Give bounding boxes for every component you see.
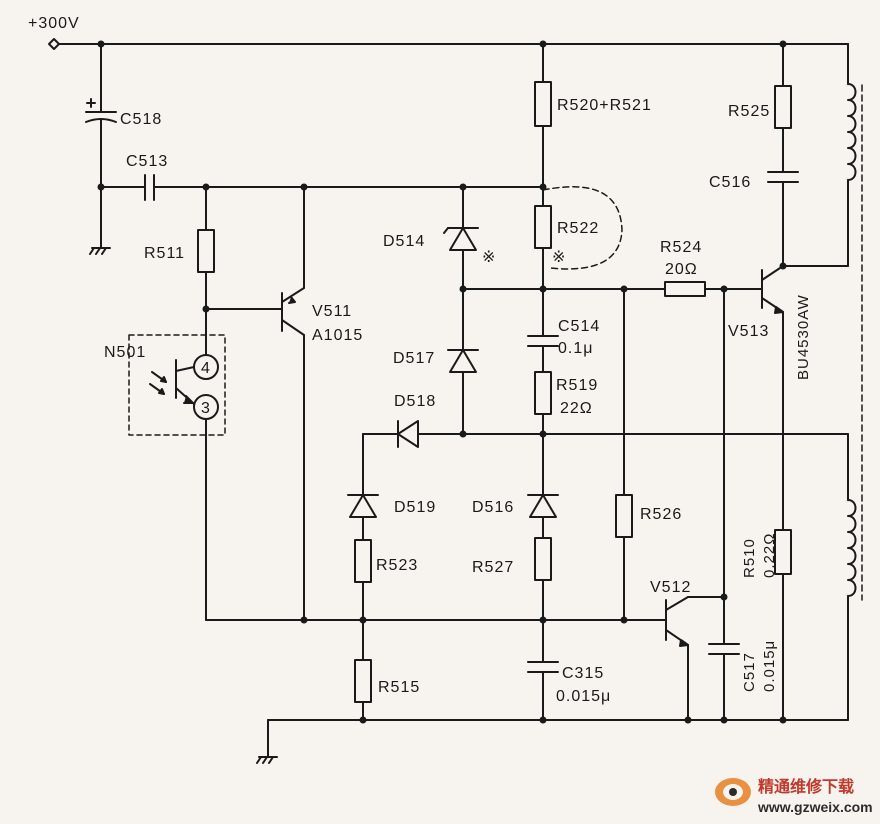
diode-d516 bbox=[527, 433, 559, 539]
label-c514-value: 0.1μ bbox=[558, 340, 593, 357]
label-r527: R527 bbox=[472, 559, 514, 576]
zener-d514 bbox=[443, 186, 479, 293]
optocoupler-n501 bbox=[128, 334, 226, 621]
wire-lower-bus bbox=[205, 616, 667, 624]
label-c518: C518 bbox=[120, 111, 162, 128]
label-d519: D519 bbox=[394, 499, 436, 516]
transistor-v513 bbox=[761, 262, 837, 531]
ground-symbol-bottom bbox=[256, 756, 278, 764]
diode-d518 bbox=[362, 420, 464, 496]
label-d517: D517 bbox=[393, 350, 435, 367]
label-c517: C517 bbox=[741, 652, 758, 692]
ground-symbol-left bbox=[89, 247, 111, 255]
capacitor-c315 bbox=[527, 619, 559, 721]
capacitor-c513 bbox=[100, 174, 547, 201]
transformer-secondary bbox=[847, 499, 857, 721]
star-mark-d514: ※ bbox=[482, 249, 496, 266]
capacitor-c514 bbox=[527, 288, 559, 373]
label-r510: R510 bbox=[741, 538, 758, 578]
label-v513: V513 bbox=[728, 323, 769, 340]
resistor-r511 bbox=[197, 186, 283, 356]
label-c516: C516 bbox=[709, 174, 751, 191]
watermark-name: 精通维修下载 bbox=[758, 777, 854, 796]
supply-label: +300V bbox=[28, 15, 80, 32]
label-c517-value: 0.015μ bbox=[761, 640, 778, 692]
resistor-r519 bbox=[534, 371, 552, 438]
label-d518: D518 bbox=[394, 393, 436, 410]
transformer-primary bbox=[835, 43, 863, 601]
wire-v513-base-bus bbox=[462, 285, 666, 293]
resistor-r527 bbox=[534, 537, 552, 624]
diode-d519 bbox=[347, 494, 379, 541]
label-r520-r521: R520+R521 bbox=[557, 97, 652, 114]
label-c514: C514 bbox=[558, 318, 600, 335]
resistor-r523 bbox=[354, 539, 372, 624]
capacitor-c516 bbox=[767, 171, 799, 267]
resistor-r525 bbox=[774, 43, 792, 173]
label-c513: C513 bbox=[126, 153, 168, 170]
transistor-v511 bbox=[281, 186, 305, 621]
star-mark-r522: ※ bbox=[552, 249, 566, 266]
label-pin-3: 3 bbox=[201, 400, 211, 417]
label-d516: D516 bbox=[472, 499, 514, 516]
label-r510-value: 0.22Ω bbox=[761, 533, 778, 578]
resistor-r524 bbox=[664, 281, 763, 297]
label-r524-value: 20Ω bbox=[665, 261, 698, 278]
capacitor-c518 bbox=[85, 43, 117, 249]
label-r525: R525 bbox=[728, 103, 770, 120]
label-v513-part: BU4530AW bbox=[795, 294, 812, 380]
supply-rail-300v bbox=[48, 38, 849, 50]
transistor-v512 bbox=[665, 593, 728, 721]
watermark-url: www.gzweix.com bbox=[757, 799, 873, 815]
label-r523: R523 bbox=[376, 557, 418, 574]
resistor-r510 bbox=[774, 529, 792, 721]
label-n501: N501 bbox=[104, 344, 146, 361]
label-r522: R522 bbox=[557, 220, 599, 237]
label-pin-4: 4 bbox=[201, 360, 211, 377]
label-c315: C315 bbox=[562, 665, 604, 682]
label-v511-part: A1015 bbox=[312, 327, 363, 344]
resistor-r522 bbox=[534, 186, 623, 290]
label-r515: R515 bbox=[378, 679, 420, 696]
ground-rail bbox=[267, 716, 849, 758]
label-r526: R526 bbox=[640, 506, 682, 523]
resistor-r526 bbox=[615, 288, 633, 621]
watermark: 精通维修下载 www.gzweix.com bbox=[715, 777, 873, 815]
label-v512: V512 bbox=[650, 579, 691, 596]
label-r524: R524 bbox=[660, 239, 702, 256]
capacitor-c517 bbox=[708, 643, 740, 721]
label-c315-value: 0.015μ bbox=[556, 688, 611, 705]
diode-d517 bbox=[447, 288, 479, 438]
label-v511: V511 bbox=[312, 303, 352, 320]
resistor-r515 bbox=[354, 619, 372, 721]
resistor-r520-r521 bbox=[534, 43, 552, 188]
label-d514: D514 bbox=[383, 233, 425, 250]
label-r519: R519 bbox=[556, 377, 598, 394]
label-r519-value: 22Ω bbox=[560, 400, 593, 417]
watermark-logo bbox=[715, 778, 751, 806]
label-r511: R511 bbox=[144, 245, 185, 262]
wire-secondary-bus bbox=[462, 433, 849, 501]
